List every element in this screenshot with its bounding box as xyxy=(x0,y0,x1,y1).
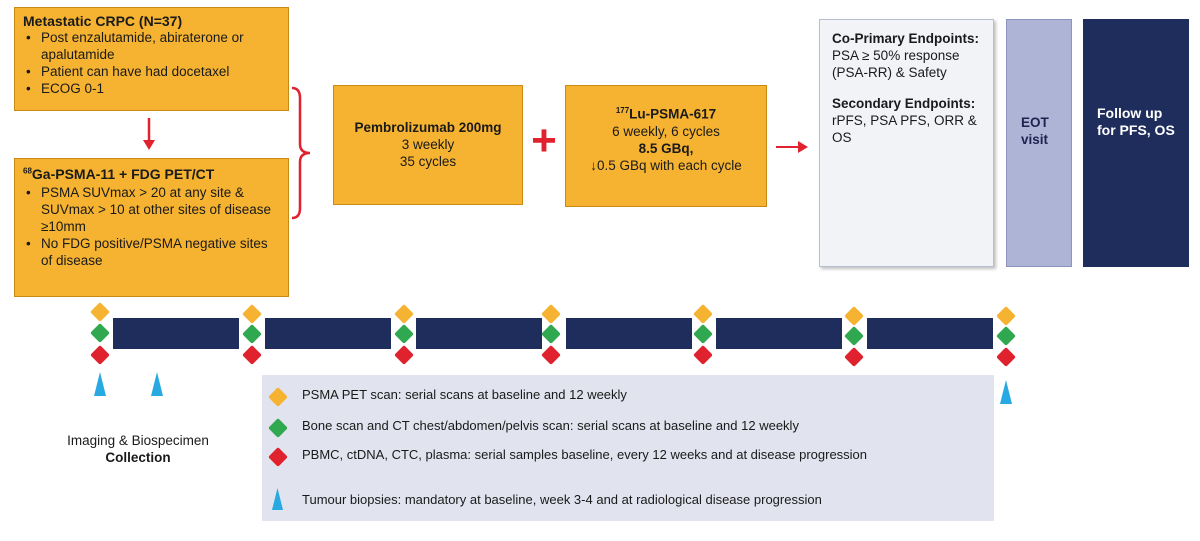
eligibility-bullet: ECOG 0-1 xyxy=(23,80,280,97)
timeline-segment xyxy=(265,318,391,349)
eot-visit-box: EOT visit xyxy=(1006,19,1072,267)
legend-item-biospecimen: PBMC, ctDNA, CTC, plasma: serial samples… xyxy=(262,447,994,481)
lu-psma-reduction: ↓0.5 GBq with each cycle xyxy=(590,157,742,173)
legend-panel: PSMA PET scan: serial scans at baseline … xyxy=(262,375,994,521)
legend-text: Tumour biopsies: mandatory at baseline, … xyxy=(302,492,822,507)
follow-up-label: Follow up for PFS, OS xyxy=(1097,105,1175,138)
yellow-diamond-icon xyxy=(268,387,288,407)
screening-list: PSMA SUVmax > 20 at any site & SUVmax > … xyxy=(23,184,280,269)
screening-box: 68Ga-PSMA-11 + FDG PET/CT PSMA SUVmax > … xyxy=(14,158,289,297)
legend-text: Bone scan and CT chest/abdomen/pelvis sc… xyxy=(302,418,799,433)
legend-text: PBMC, ctDNA, CTC, plasma: serial samples… xyxy=(302,447,868,462)
bracket-connector xyxy=(291,86,311,220)
bone-ct-diamond-icon xyxy=(693,324,713,344)
biospecimen-diamond-icon xyxy=(541,345,561,365)
primary-endpoints-heading: Co-Primary Endpoints: xyxy=(832,31,980,46)
biospecimen-diamond-icon xyxy=(693,345,713,365)
eligibility-list: Post enzalutamide, abiraterone or apalut… xyxy=(23,29,280,97)
timeline-segment xyxy=(113,318,239,349)
eligibility-bullet: Patient can have had docetaxel xyxy=(23,63,280,80)
follow-up-box: Follow up for PFS, OS xyxy=(1083,19,1189,267)
psma-pet-diamond-icon xyxy=(90,302,110,322)
psma-pet-diamond-icon xyxy=(693,304,713,324)
psma-pet-diamond-icon xyxy=(844,306,864,326)
psma-pet-diamond-icon xyxy=(242,304,262,324)
eot-visit-label: EOT visit xyxy=(1021,115,1049,147)
legend-item-bone-ct: Bone scan and CT chest/abdomen/pelvis sc… xyxy=(262,418,994,438)
imaging-label-line1: Imaging & Biospecimen xyxy=(67,433,209,448)
legend-item-biopsy: Tumour biopsies: mandatory at baseline, … xyxy=(262,488,994,512)
pembrolizumab-box: Pembrolizumab 200mg 3 weekly 35 cycles xyxy=(333,85,523,205)
timeline-segment xyxy=(566,318,692,349)
psma-pet-diamond-icon xyxy=(541,304,561,324)
bone-ct-diamond-icon xyxy=(996,326,1016,346)
screening-isotope: 68 xyxy=(23,166,32,176)
imaging-label-line2: Collection xyxy=(105,450,171,465)
eligibility-title: Metastatic CRPC (N=37) xyxy=(23,13,183,29)
timeline-segment xyxy=(867,318,993,349)
screening-bullet: No FDG positive/PSMA negative sites of d… xyxy=(23,235,280,269)
timeline-segment xyxy=(716,318,842,349)
biopsy-triangle-icon xyxy=(151,372,163,396)
red-diamond-icon xyxy=(268,447,288,467)
imaging-biospecimen-label: Imaging & Biospecimen Collection xyxy=(48,432,228,466)
bone-ct-diamond-icon xyxy=(844,326,864,346)
lu-psma-title: 177Lu-PSMA-617 xyxy=(566,102,766,123)
screening-title-text: Ga-PSMA-11 + FDG PET/CT xyxy=(31,166,215,182)
pembrolizumab-title: Pembrolizumab 200mg xyxy=(354,120,502,135)
lu-psma-title-text: Lu-PSMA-617 xyxy=(629,106,717,122)
biospecimen-diamond-icon xyxy=(844,347,864,367)
bone-ct-diamond-icon xyxy=(90,323,110,343)
legend-item-psma-pet: PSMA PET scan: serial scans at baseline … xyxy=(262,387,994,407)
bone-ct-diamond-icon xyxy=(242,324,262,344)
lu-psma-box: 177Lu-PSMA-617 6 weekly, 6 cycles 8.5 GB… xyxy=(565,85,767,207)
secondary-endpoints-heading: Secondary Endpoints: xyxy=(832,96,976,111)
lu-psma-isotope: 177 xyxy=(615,106,630,115)
pembrolizumab-cycles: 35 cycles xyxy=(399,154,457,169)
screening-bullet: PSMA SUVmax > 20 at any site & SUVmax > … xyxy=(23,184,280,235)
eligibility-box: Metastatic CRPC (N=37) Post enzalutamide… xyxy=(14,7,289,111)
timeline-segment xyxy=(416,318,542,349)
psma-pet-diamond-icon xyxy=(996,306,1016,326)
biospecimen-diamond-icon xyxy=(996,347,1016,367)
lu-psma-schedule: 6 weekly, 6 cycles xyxy=(612,123,720,139)
bone-ct-diamond-icon xyxy=(394,324,414,344)
bone-ct-diamond-icon xyxy=(541,324,561,344)
biopsy-triangle-icon xyxy=(1000,380,1012,404)
pembrolizumab-schedule: 3 weekly xyxy=(401,137,455,152)
down-arrow-icon xyxy=(143,118,155,150)
lu-psma-dose: 8.5 GBq, xyxy=(638,140,694,156)
biopsy-triangle-icon xyxy=(94,372,106,396)
eligibility-bullet: Post enzalutamide, abiraterone or apalut… xyxy=(23,29,280,63)
biospecimen-diamond-icon xyxy=(242,345,262,365)
legend-text: PSMA PET scan: serial scans at baseline … xyxy=(302,387,627,402)
biospecimen-diamond-icon xyxy=(90,345,110,365)
plus-symbol: + xyxy=(531,116,557,165)
green-diamond-icon xyxy=(268,418,288,438)
psma-pet-diamond-icon xyxy=(394,304,414,324)
endpoints-box: Co-Primary Endpoints: PSA ≥ 50% response… xyxy=(819,19,994,267)
right-arrow-icon xyxy=(776,141,808,153)
primary-endpoints-text: PSA ≥ 50% response (PSA-RR) & Safety xyxy=(832,48,960,80)
screening-title: 68Ga-PSMA-11 + FDG PET/CT xyxy=(23,166,280,182)
cyan-triangle-icon xyxy=(272,488,283,510)
biospecimen-diamond-icon xyxy=(394,345,414,365)
secondary-endpoints-text: rPFS, PSA PFS, ORR & OS xyxy=(832,113,977,145)
